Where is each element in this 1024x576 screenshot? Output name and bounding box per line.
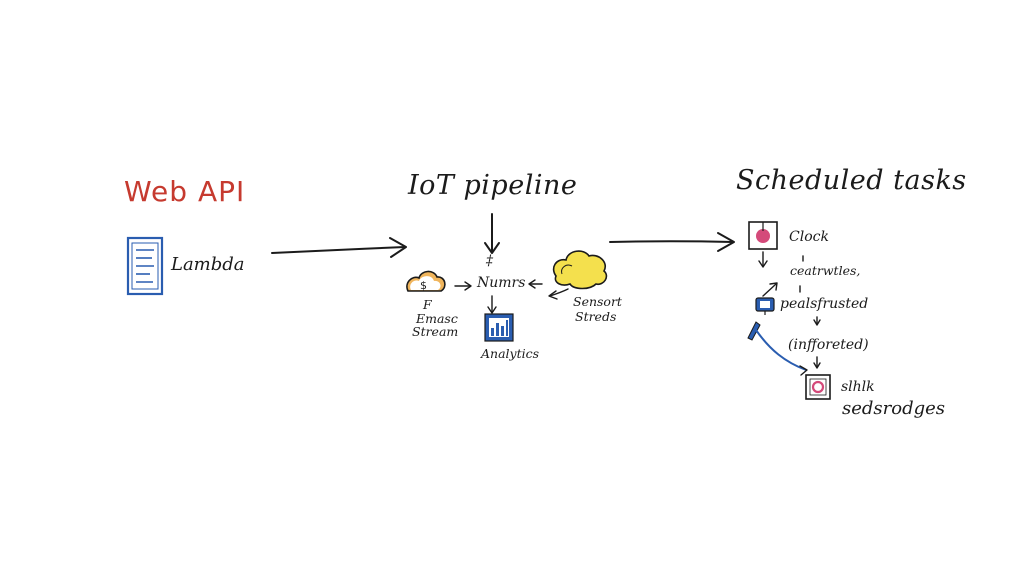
iot-marker: ‡ bbox=[486, 253, 493, 269]
arrow-iot-to-scheduled bbox=[609, 232, 735, 252]
step-4-label: (infforeted) bbox=[788, 337, 869, 353]
scheduled-tasks-title: Scheduled tasks bbox=[736, 165, 967, 196]
tick-marks bbox=[799, 255, 821, 369]
arrow-numrs-to-analytics bbox=[487, 295, 497, 314]
firehose-label-1: F bbox=[423, 297, 432, 312]
iot-pipeline-title: IoT pipeline bbox=[408, 170, 578, 201]
arrow-sensor-streds bbox=[548, 288, 569, 300]
svg-text:$: $ bbox=[420, 279, 427, 292]
arrow-clock-down bbox=[758, 251, 768, 268]
sensor-label-1: Sensort bbox=[573, 294, 622, 309]
arrow-lambda-to-iot bbox=[271, 237, 407, 258]
monitor-icon bbox=[755, 297, 775, 315]
cloud-icon bbox=[552, 250, 608, 290]
cloud-dollar-icon: $ bbox=[406, 270, 446, 292]
clock-icon bbox=[748, 221, 778, 250]
web-api-title: Web API bbox=[124, 175, 246, 208]
arrow-firehose-to-numrs bbox=[454, 281, 472, 291]
firehose-label-2: Emasc bbox=[416, 311, 458, 326]
document-icon bbox=[126, 236, 164, 296]
step-3-label: pealsfrusted bbox=[780, 296, 869, 312]
step-5-label-2: sedsrodges bbox=[842, 398, 946, 419]
step-2-label: ceatrwtles, bbox=[790, 263, 861, 278]
step-1-label: Clock bbox=[789, 229, 829, 245]
arrow-up-right bbox=[762, 282, 778, 297]
arrow-sensor-to-numrs bbox=[528, 279, 543, 289]
lambda-label: Lambda bbox=[171, 254, 245, 275]
arrow-down-to-numrs bbox=[484, 213, 500, 254]
analytics-label: Analytics bbox=[481, 346, 540, 361]
box-icon bbox=[805, 374, 831, 400]
bar-chart-icon bbox=[484, 313, 514, 342]
step-5-label-1: slhlk bbox=[841, 379, 875, 395]
firehose-label-3: Stream bbox=[412, 324, 459, 339]
pen-curve bbox=[747, 321, 808, 376]
numrs-label: Numrs bbox=[477, 275, 526, 291]
sensor-label-2: Streds bbox=[575, 309, 617, 324]
